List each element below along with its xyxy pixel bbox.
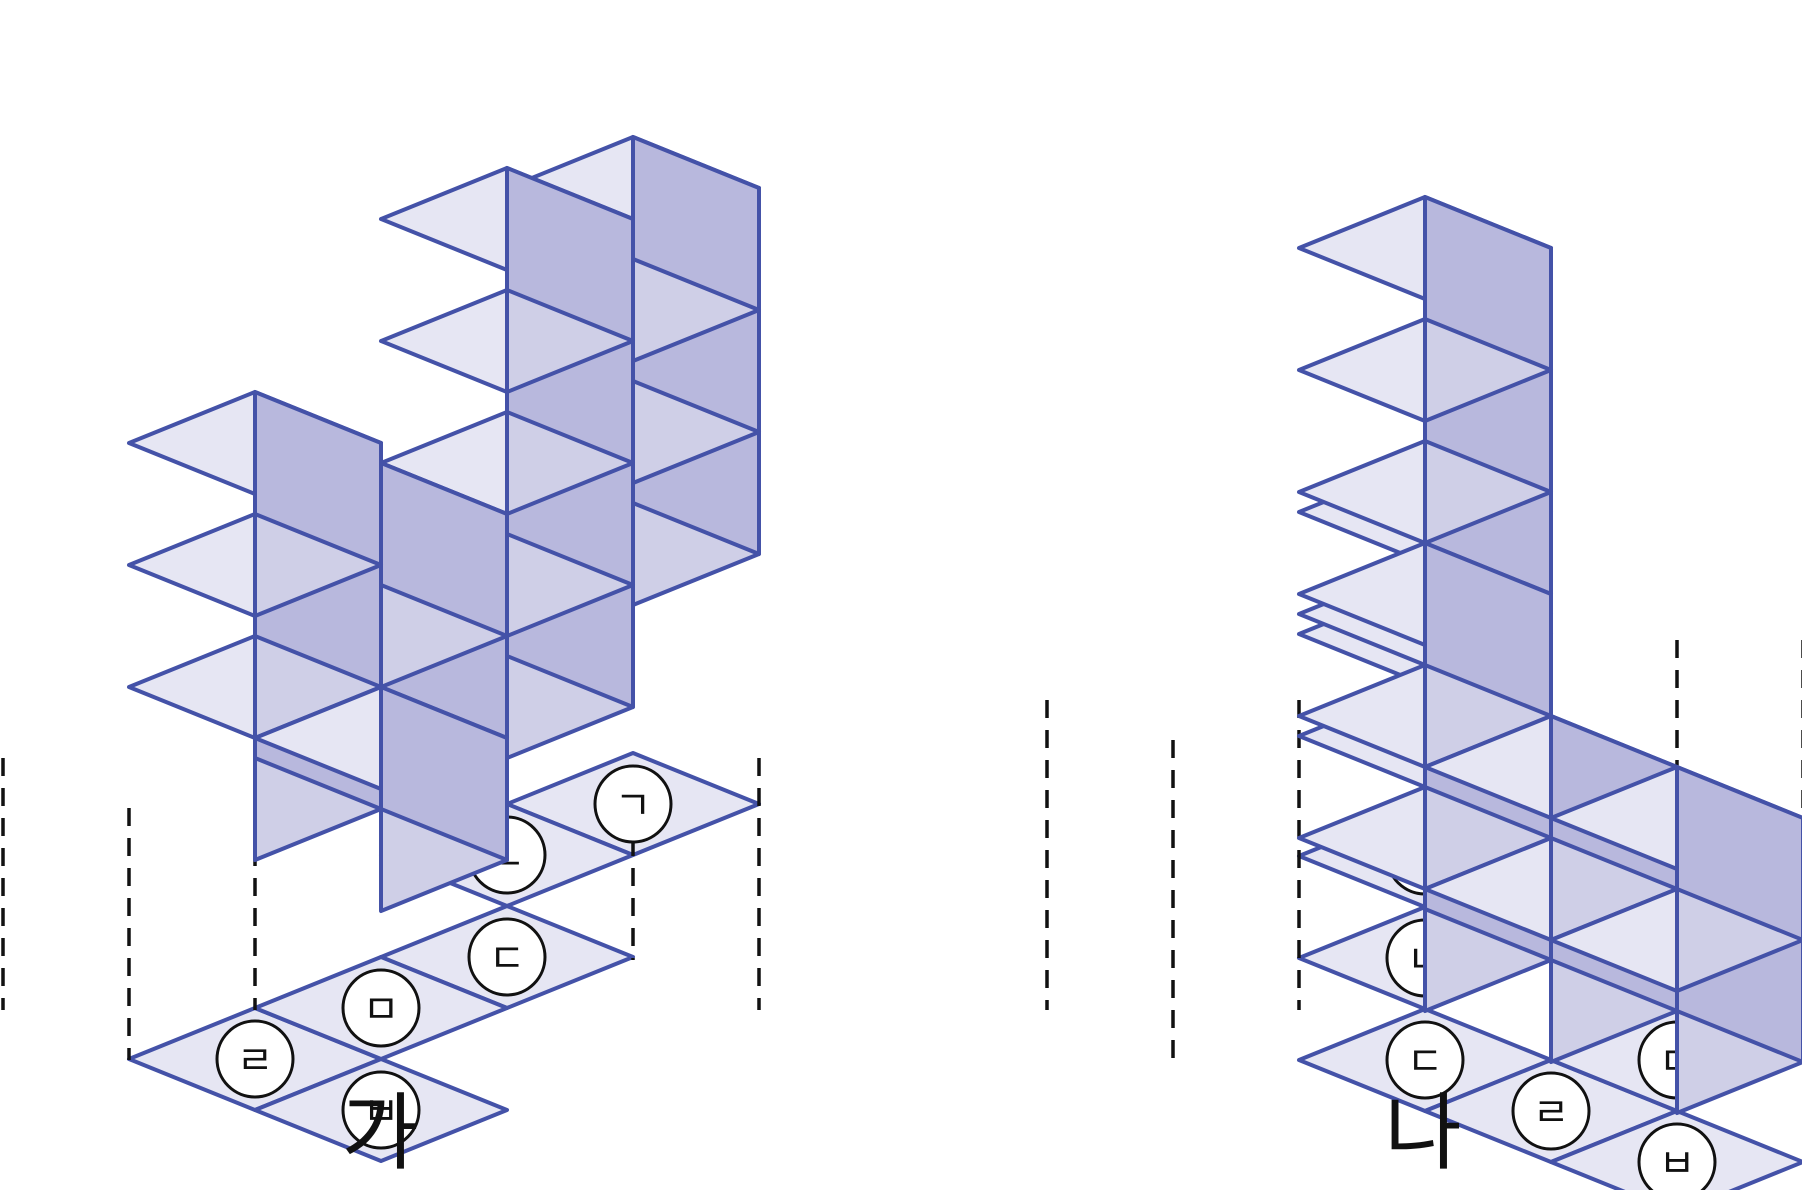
figure-label-ga: 가: [341, 1084, 418, 1182]
column-mark-badge: [1385, 1020, 1465, 1100]
cube-right-face: [253, 390, 383, 567]
column-mark-badge: [593, 764, 673, 844]
cube-right-face: [1423, 195, 1553, 372]
column-mark-label: ㅂ: [1659, 1141, 1696, 1187]
column-mark-label: ㄹ: [237, 1038, 274, 1084]
cube-right-face: [505, 166, 635, 343]
unit-cube: [379, 166, 635, 394]
unit-cube: [1297, 541, 1553, 769]
column-mark-label: ㄱ: [615, 783, 652, 829]
unit-cube: [253, 685, 509, 913]
unit-cube: [127, 390, 383, 618]
column-mark-badge: [467, 917, 547, 997]
unit-cube: [1549, 765, 1802, 993]
column-mark-badge: [341, 968, 421, 1048]
cube-right-face: [1675, 765, 1802, 942]
column-mark-label: ㅁ: [363, 987, 400, 1033]
column-mark-badge: [215, 1019, 295, 1099]
cube-right-face: [1423, 541, 1553, 718]
column-mark-label: ㄷ: [1407, 1039, 1444, 1085]
figure-ga: ㄱㄴㄷㄹㅁㅂ 가: [1, 135, 761, 1182]
figure-label-na: 나: [1384, 1084, 1461, 1182]
cube-right-face: [379, 685, 509, 862]
unit-cube: [1297, 195, 1553, 423]
column-mark-label: ㄷ: [489, 936, 526, 982]
figure-na: ㄱㄴㄷㄹㅁㅂ 나: [1045, 195, 1802, 1190]
column-mark-badge: [1637, 1122, 1717, 1190]
column-mark-badge: [1511, 1071, 1591, 1151]
column-mark-badge: [341, 1070, 421, 1150]
column-mark-label: ㅂ: [363, 1089, 400, 1135]
column-mark-label: ㄹ: [1533, 1090, 1570, 1136]
